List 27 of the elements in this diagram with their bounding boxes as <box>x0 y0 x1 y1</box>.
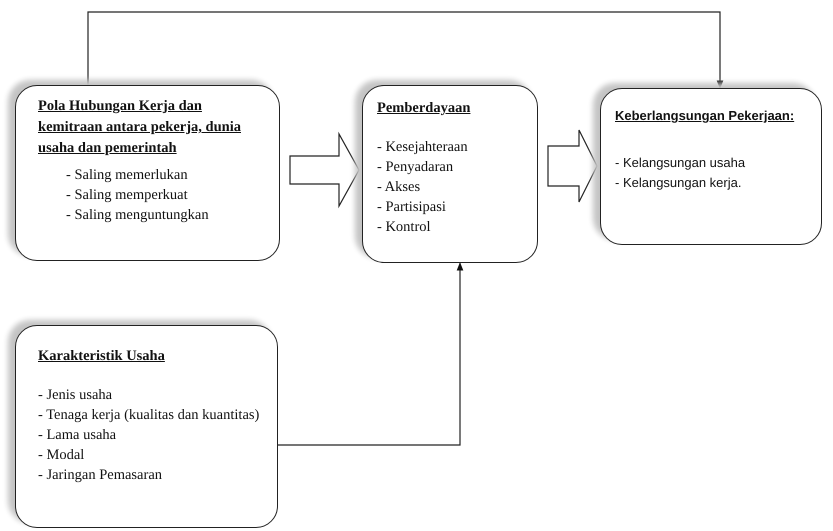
block-arrow <box>289 132 360 208</box>
list-item: - Akses <box>377 178 422 197</box>
box-heading: Pemberdayaan <box>377 99 472 118</box>
rounded-box <box>362 85 538 263</box>
list-item: - Saling menguntungkan <box>66 206 210 225</box>
list-item: - Jenis usaha <box>38 386 114 405</box>
list-item: - Kesejahteraan <box>377 138 469 157</box>
list-item: - Jaringan Pemasaran <box>38 466 164 485</box>
list-item: - Penyadaran <box>377 158 454 177</box>
list-item: - Tenaga kerja (kualitas dan kuantitas) <box>38 406 260 425</box>
arrow <box>278 262 464 446</box>
list-item: - Saling memerlukan <box>66 166 189 185</box>
list-item: - Kelangsungan kerja. <box>615 174 742 192</box>
block-arrow <box>547 129 598 203</box>
rounded-box <box>15 325 278 528</box>
arrow <box>87 11 724 89</box>
list-item: - Saling memperkuat <box>66 186 189 205</box>
box-heading: Pola Hubungan Kerja dan kemitraan antara pekerja, dunia usaha dan pemerintah <box>38 97 242 158</box>
list-item: - Modal <box>38 446 86 465</box>
rounded-box <box>15 85 280 261</box>
list-item: - Kelangsungan usaha <box>615 154 746 172</box>
list-item: - Kontrol <box>377 218 432 237</box>
list-item: - Lama usaha <box>38 426 118 445</box>
rounded-box <box>600 88 822 245</box>
list-item: - Partisipasi <box>377 198 447 217</box>
box-heading: Karakteristik Usaha <box>38 347 166 366</box>
box-heading: Keberlangsungan Pekerjaan: <box>615 107 796 125</box>
